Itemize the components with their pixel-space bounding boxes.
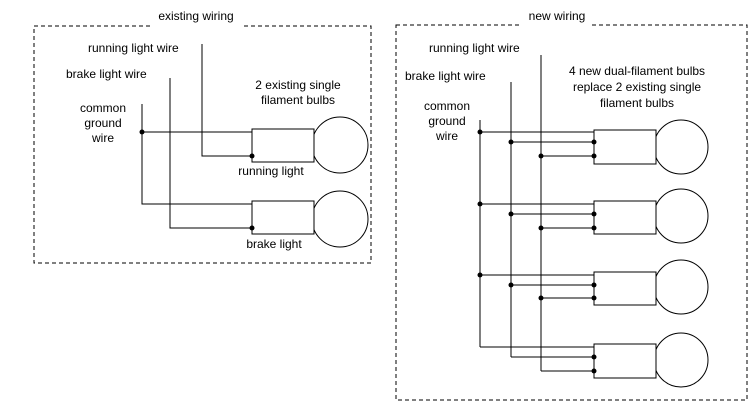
existing-note-line1: 2 existing single [255, 78, 341, 92]
existing-running-bulb [251, 116, 369, 174]
bulb-glass [653, 259, 709, 315]
bulb-socket [593, 343, 657, 379]
new-running-wire-label: running light wire [429, 41, 520, 55]
new-bulb-row-3 [477, 259, 709, 315]
bulb-glass [653, 119, 709, 175]
junction-dot [538, 295, 544, 301]
existing-running-light-label: running light [238, 164, 304, 178]
terminal-dot [591, 282, 597, 288]
existing-brake-bulb [251, 190, 369, 248]
new-note-line3: filament bulbs [600, 96, 674, 110]
new-note-line1: 4 new dual-filament bulbs [569, 64, 705, 78]
existing-running-wire-label: running light wire [88, 41, 179, 55]
junction-dot [477, 272, 483, 278]
junction-dot [139, 129, 145, 135]
bulb-socket [593, 271, 657, 306]
new-title-backing [520, 18, 592, 32]
terminal-dot [591, 225, 597, 231]
new-wiring-panel: new wiring running light wire brake ligh… [395, 9, 748, 401]
bulb-socket [251, 128, 315, 163]
terminal-dot [591, 211, 597, 217]
existing-ground-label-line2: ground [84, 116, 121, 130]
existing-wiring-panel: existing wiring running light wire brake… [33, 9, 372, 264]
new-panel-title: new wiring [529, 9, 586, 23]
junction-dot [508, 282, 514, 288]
terminal-dot [591, 368, 597, 374]
bulb-glass [653, 332, 709, 388]
existing-brake-wire-label: brake light wire [66, 67, 147, 81]
new-brake-wire-label: brake light wire [405, 69, 486, 83]
new-note-line2: replace 2 existing single [573, 80, 701, 94]
new-ground-label-line3: wire [435, 129, 458, 143]
existing-note-line2: filament bulbs [261, 93, 335, 107]
new-bulb-row-2 [477, 188, 709, 244]
bulb-glass [311, 116, 369, 174]
existing-wires [141, 44, 252, 229]
junction-dot [538, 153, 544, 159]
new-ground-label-line1: common [424, 99, 470, 113]
existing-title-backing [150, 19, 242, 33]
junction-dot [508, 139, 514, 145]
bulb-socket [593, 200, 657, 235]
existing-running-wire [201, 44, 252, 157]
terminal-dot [591, 295, 597, 301]
bulb-glass [653, 188, 709, 244]
existing-ground-label-line3: wire [91, 131, 114, 145]
bulb-socket [593, 129, 657, 165]
existing-ground-wire [141, 104, 252, 205]
junction-dot [538, 225, 544, 231]
new-ground-label-line2: ground [428, 114, 465, 128]
bulb-glass [311, 190, 369, 248]
terminal-dot [249, 225, 255, 231]
existing-panel-title: existing wiring [158, 9, 233, 23]
terminal-dot [249, 153, 255, 159]
terminal-dot [591, 354, 597, 360]
existing-ground-label-line1: common [80, 101, 126, 115]
terminal-dot [591, 153, 597, 159]
new-bulb-row-1 [477, 119, 709, 175]
junction-dot [508, 211, 514, 217]
terminal-dot [591, 139, 597, 145]
junction-dot [477, 129, 483, 135]
junction-dot [477, 201, 483, 207]
existing-brake-light-label: brake light [246, 237, 302, 251]
existing-brake-wire [169, 78, 252, 229]
new-trunk-wires [479, 55, 542, 371]
bulb-socket [251, 200, 315, 235]
new-bulb-row-4 [480, 332, 709, 388]
